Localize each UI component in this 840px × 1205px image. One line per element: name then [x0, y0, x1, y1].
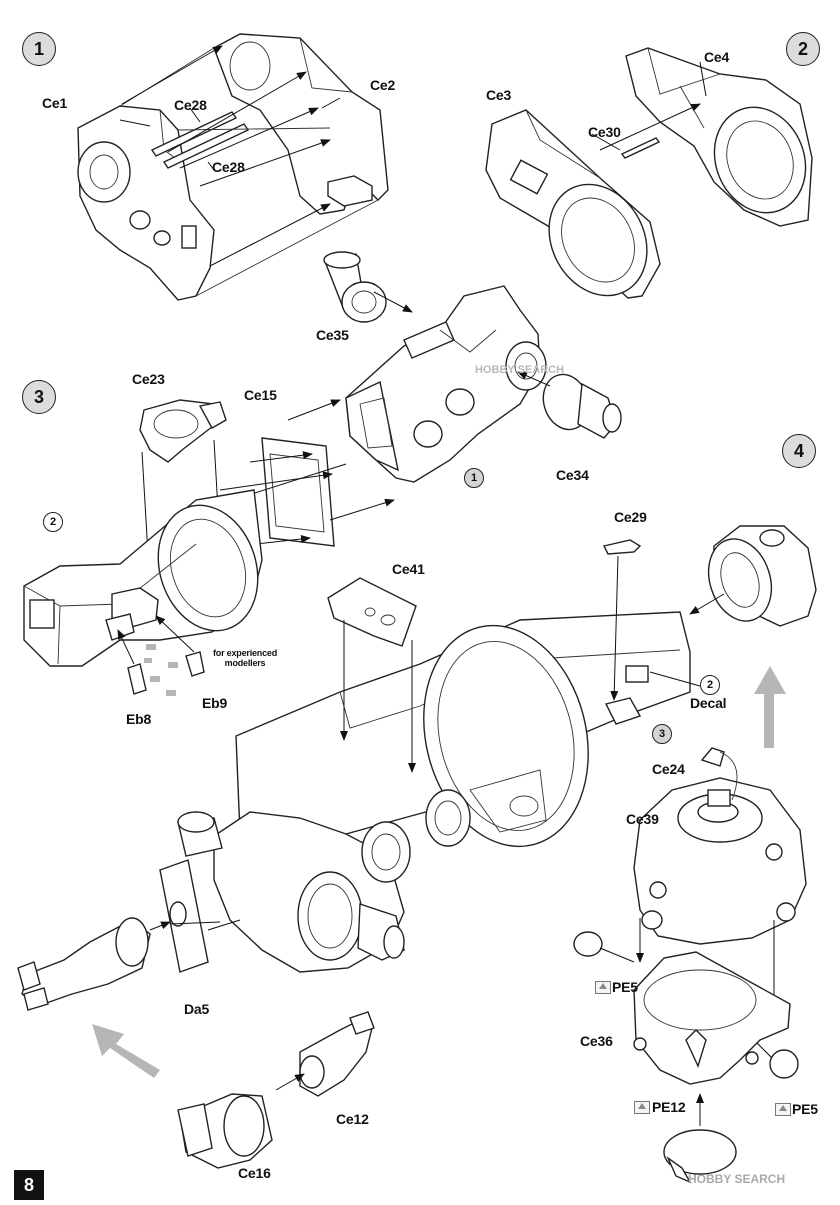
part-label-ce28-top: Ce28	[174, 97, 207, 113]
part-label-pe5-left: PE5	[612, 979, 638, 995]
watermark: HOBBY SEARCH	[688, 1172, 786, 1186]
step-number-1: 1	[22, 32, 56, 66]
photo-etch-icon-pe12	[634, 1101, 650, 1114]
part-label-ce29: Ce29	[614, 509, 647, 525]
part-label-eb9: Eb9	[202, 695, 228, 711]
experienced-modellers-note: for experienced modellers	[212, 648, 278, 669]
step3-drawing	[23, 251, 622, 696]
part-label-pe5-right: PE5	[792, 1101, 818, 1117]
photo-etch-icon-pe5-left	[595, 981, 611, 994]
part-label-ce15: Ce15	[244, 387, 277, 403]
watermark-mid: HOBBY SEARCH	[475, 364, 565, 376]
part-label-ce28-bottom: Ce28	[212, 159, 245, 175]
part-label-ce35: Ce35	[316, 327, 349, 343]
part-label-ce36: Ce36	[580, 1033, 613, 1049]
part-label-ce2: Ce2	[370, 77, 396, 93]
decal-ref-2: 2	[700, 675, 720, 695]
part-label-da5: Da5	[184, 1001, 210, 1017]
part-label-ce23: Ce23	[132, 371, 165, 387]
part-label-ce30: Ce30	[588, 124, 621, 140]
part-label-ce1: Ce1	[42, 95, 68, 111]
part-label-ce34: Ce34	[556, 467, 589, 483]
step-number-2: 2	[786, 32, 820, 66]
part-label-ce12: Ce12	[336, 1111, 369, 1127]
part-label-ce4: Ce4	[704, 49, 730, 65]
part-label-ce39: Ce39	[626, 811, 659, 827]
part-label-eb8: Eb8	[126, 711, 152, 727]
part-label-ce3: Ce3	[486, 87, 512, 103]
part-label-pe12: PE12	[652, 1099, 686, 1115]
page-number: 8	[14, 1170, 44, 1200]
step-number-4: 4	[782, 434, 816, 468]
photo-etch-icon-pe5-right	[775, 1103, 791, 1116]
part-label-ce41: Ce41	[392, 561, 425, 577]
subassembly-ref-3: 3	[652, 724, 672, 744]
step4-drawing	[17, 525, 817, 1184]
part-label-ce24: Ce24	[652, 761, 685, 777]
step-number-3: 3	[22, 380, 56, 414]
subassembly-ref-1: 1	[464, 468, 484, 488]
part-label-ce16: Ce16	[238, 1165, 271, 1181]
step1-drawing	[77, 33, 389, 301]
part-label-decal: Decal	[690, 695, 727, 711]
subassembly-ref-2-step3: 2	[43, 512, 63, 532]
step2-drawing	[485, 47, 813, 299]
